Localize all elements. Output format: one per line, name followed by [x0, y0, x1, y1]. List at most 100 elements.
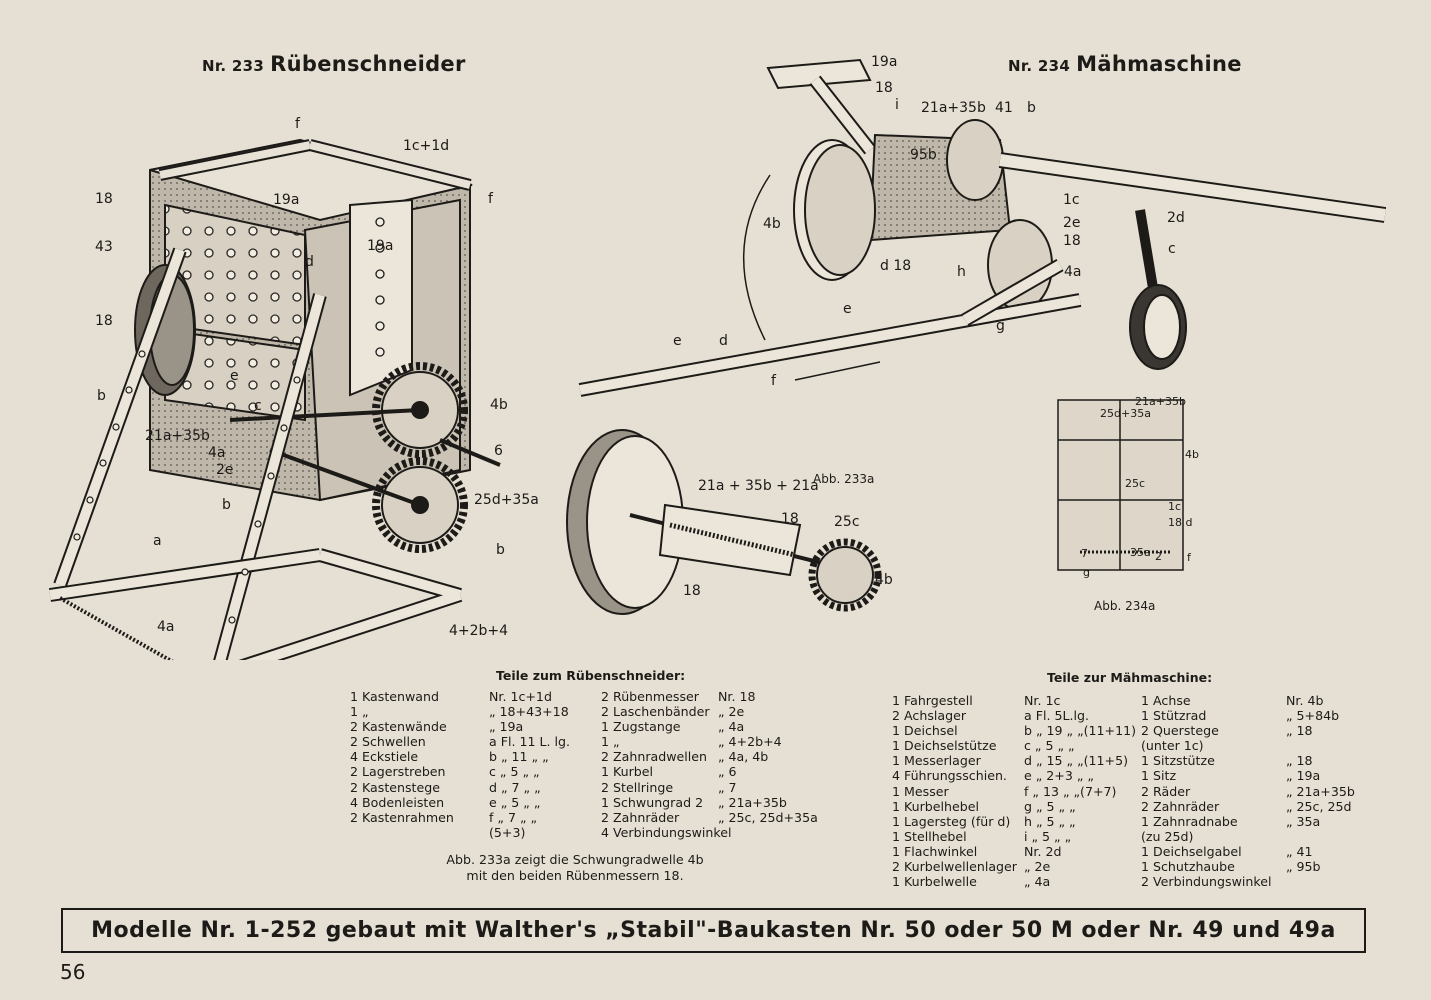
- part-name: 2 Kurbelwellenlager: [892, 859, 1017, 875]
- part-name: 1 Stützrad: [1141, 708, 1207, 724]
- label-c: c: [254, 398, 262, 414]
- label-f: f: [1187, 551, 1192, 564]
- part-number: „ 2e: [718, 704, 745, 720]
- part-name: 1 „: [350, 704, 369, 720]
- part-name: 1 Messer: [892, 783, 949, 799]
- note-line: mit den beiden Rübenmessern 18.: [466, 868, 684, 883]
- part-number: „ 25c, 25d: [1286, 798, 1352, 814]
- technical-drawings: f 1c+1d 18 19a f 43 19a d 18 e c b 21a+3…: [48, 54, 1387, 660]
- part-name: 2 Zahnräder: [601, 809, 680, 825]
- parts-row: 1 Zugstange„ 4a: [601, 719, 841, 734]
- label-21a-35b-21a: 21a + 35b + 21a: [698, 478, 819, 494]
- part-number: f „ 7 „ „: [489, 809, 538, 825]
- part-number: h „ 5 „ „: [1024, 813, 1076, 829]
- label-18: 18: [95, 313, 113, 329]
- label-21a-35b: 21a+35b: [145, 428, 210, 444]
- part-number: „ 4+2b+4: [718, 734, 782, 750]
- part-name: 2 Lagerstreben: [350, 764, 446, 780]
- part-number: g „ 5 „ „: [1024, 798, 1076, 814]
- label-7: 7: [1081, 547, 1088, 560]
- part-name: 1 Deichselgabel: [1141, 843, 1242, 859]
- part-name: 1 Messerlager: [892, 753, 981, 769]
- part-name: 4 Verbindungswinkel: [601, 824, 732, 840]
- label-43: 43: [95, 239, 113, 255]
- part-name: 2 Kastenwände: [350, 719, 447, 735]
- part-name: 2 Achslager: [892, 708, 967, 724]
- part-number: „ 4a, 4b: [718, 749, 769, 765]
- parts-row: 1 Kurbelwelle„ 4a: [892, 874, 1142, 889]
- labels-fig-233a: 21a + 35b + 21a 18 18 25c 4b: [683, 478, 893, 599]
- parts-row: 2 Laschenbänder„ 2e: [601, 704, 841, 719]
- models-banner: Modelle Nr. 1-252 gebaut mit Walther's „…: [61, 908, 1366, 953]
- label-2e: 2e: [216, 462, 234, 478]
- label-f: f: [771, 373, 777, 389]
- label-4b: 4b: [763, 216, 781, 232]
- label-35a: 35a: [1130, 546, 1151, 559]
- part-number: b „ 11 „ „: [489, 749, 549, 765]
- label-18: 18: [875, 80, 893, 96]
- parts-row: 1 Sitzstütze„ 18: [1141, 753, 1381, 768]
- label-41: 41: [995, 100, 1013, 116]
- part-number: d „ 15 „ „(11+5): [1024, 753, 1129, 769]
- label-25d-35a: 25d+35a: [1100, 407, 1151, 420]
- part-name: 1 Flachwinkel: [892, 843, 978, 859]
- part-number: Nr. 4b: [1286, 693, 1324, 708]
- part-name: 1 Fahrgestell: [892, 693, 973, 708]
- parts-row: 1 Kurbel„ 6: [601, 764, 841, 779]
- label-f: f: [295, 116, 301, 132]
- model-number: Nr. 233: [202, 57, 265, 75]
- label-18-d: 18 d: [1168, 516, 1192, 529]
- part-number: d „ 7 „ „: [489, 779, 541, 795]
- part-number: „ 41: [1286, 843, 1313, 859]
- part-number: „ 19a: [489, 719, 524, 735]
- label-d: d: [719, 333, 728, 349]
- parts-row: 4 Verbindungswinkel: [601, 825, 841, 840]
- note-line: Abb. 233a zeigt die Schwungradwelle 4b: [446, 852, 704, 867]
- part-name: 1 „: [601, 734, 620, 750]
- label-2d: 2d: [1167, 210, 1185, 226]
- label-2: 2: [1155, 550, 1162, 563]
- parts-row: 2 Kurbelwellenlager„ 2e: [892, 859, 1142, 874]
- labels-model-233: f 1c+1d 18 19a f 43 19a d 18 e c b 21a+3…: [95, 116, 539, 639]
- parts-row: 2 Zahnräder„ 25c, 25d: [1141, 799, 1381, 814]
- parts-row: 1 „ „ 18+43+18: [350, 704, 595, 719]
- model-number: Nr. 234: [1008, 57, 1071, 75]
- parts-row: 2 Kastenstege d „ 7 „ „: [350, 780, 595, 795]
- part-name: 2 Schwellen: [350, 734, 426, 750]
- label-19a: 19a: [367, 238, 393, 254]
- part-name: 1 Achse: [1141, 693, 1191, 708]
- part-name: (unter 1c): [1141, 738, 1204, 754]
- parts-row: 2 Achslager a Fl. 5L.lg.: [892, 708, 1142, 723]
- parts-row: 2 Zahnräder„ 25c, 25d+35a: [601, 810, 841, 825]
- part-number: „ 35a: [1286, 813, 1321, 829]
- model-name: Rübenschneider: [270, 52, 466, 76]
- part-name: 1 Kastenwand: [350, 689, 439, 704]
- part-name: 1 Sitzstütze: [1141, 753, 1215, 769]
- part-name: 2 Räder: [1141, 783, 1191, 799]
- parts-heading-234: Teile zur Mähmaschine:: [1047, 670, 1213, 685]
- part-number: „ 4a: [1024, 874, 1051, 890]
- label-95b: 95b: [910, 147, 937, 163]
- part-number: e „ 5 „ „: [489, 794, 541, 810]
- label-25c: 25c: [1125, 477, 1145, 490]
- parts-row: 1 Stellhebel i „ 5 „ „: [892, 829, 1142, 844]
- parts-row: (5+3): [350, 825, 595, 840]
- part-name: 1 Stellhebel: [892, 828, 967, 844]
- part-number: „ 95b: [1286, 859, 1321, 875]
- label-4b: 4b: [490, 397, 508, 413]
- part-name: 4 Bodenleisten: [350, 794, 445, 810]
- drawing-model-233: [48, 138, 501, 660]
- part-number: i „ 5 „ „: [1024, 828, 1072, 844]
- part-number: a Fl. 5L.lg.: [1024, 708, 1089, 724]
- label-18: 18: [781, 511, 799, 527]
- part-name: 2 Kastenstege: [350, 779, 440, 795]
- part-name: 4 Führungsschien.: [892, 768, 1007, 784]
- part-number: (5+3): [489, 824, 526, 840]
- part-number: „ 18+43+18: [489, 704, 569, 720]
- part-name: 2 Verbindungswinkel: [1141, 874, 1272, 890]
